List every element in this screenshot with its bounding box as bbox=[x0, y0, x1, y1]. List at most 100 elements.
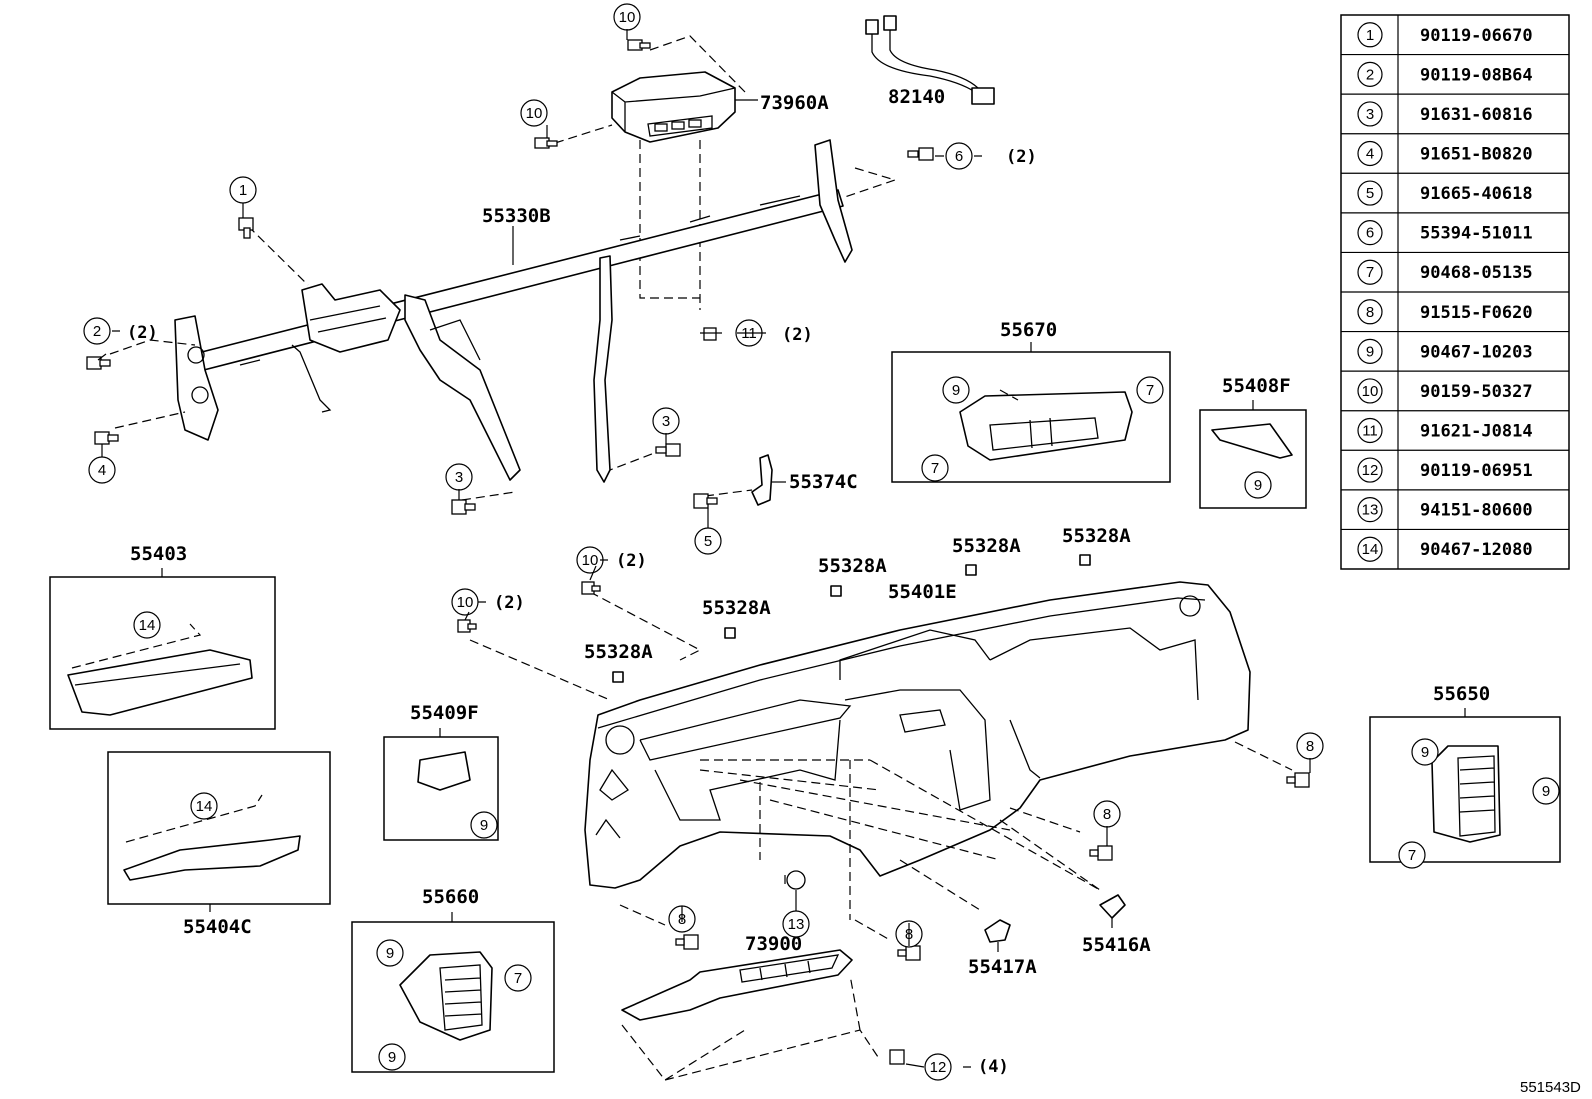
callout-number: 9 bbox=[1421, 744, 1429, 761]
parts-table-part-number: 94151-80600 bbox=[1420, 501, 1533, 521]
callout-number-circle bbox=[1357, 457, 1383, 483]
callout-c8b: 8 bbox=[1093, 800, 1121, 828]
callout-number: 12 bbox=[930, 1059, 947, 1076]
label-55328A-2: 55328A bbox=[952, 535, 1021, 557]
label-55401E: 55401E bbox=[888, 581, 957, 603]
label-55330B: 55330B bbox=[482, 205, 551, 227]
label-55417A: 55417A bbox=[968, 956, 1037, 978]
parts-table-callout: 12 bbox=[1362, 462, 1379, 479]
trim-55403 bbox=[49, 568, 276, 730]
callout-number: 9 bbox=[388, 1049, 396, 1066]
callout-circle bbox=[942, 376, 970, 404]
parts-table-row: 3 91631-60816 bbox=[1341, 93, 1569, 127]
callout-circle bbox=[924, 1053, 952, 1081]
parts-table-callout: 11 bbox=[1362, 423, 1378, 440]
callout-number: 5 bbox=[704, 533, 712, 550]
callout-circle bbox=[376, 939, 404, 967]
cover-55409F bbox=[383, 728, 499, 841]
callout-number: 9 bbox=[386, 945, 394, 962]
label-55404C: 55404C bbox=[183, 916, 252, 938]
parts-table-callout: 10 bbox=[1362, 383, 1379, 400]
callout-number-circle bbox=[1357, 101, 1383, 127]
callout-number: 4 bbox=[98, 462, 106, 479]
parts-table-callout: 5 bbox=[1366, 185, 1374, 202]
callout-c9e: 9 bbox=[378, 1043, 406, 1071]
parts-table-part-number: 91631-60816 bbox=[1420, 105, 1533, 125]
callout-circle bbox=[520, 99, 548, 127]
callout-number: 3 bbox=[662, 413, 670, 430]
callout-c2: 2 bbox=[83, 317, 111, 345]
parts-table-callout: 3 bbox=[1366, 106, 1374, 123]
parts-table-part-number: 91651-B0820 bbox=[1420, 145, 1533, 165]
parts-table-callout: 14 bbox=[1362, 541, 1379, 558]
callout-c8a: 8 bbox=[1296, 732, 1324, 760]
callout-c4: 4 bbox=[88, 456, 116, 484]
label-55374C: 55374C bbox=[789, 471, 858, 493]
footer-code: 551543D bbox=[1520, 1079, 1581, 1096]
parts-table-part-number: 90119-08B64 bbox=[1420, 65, 1533, 85]
callout-number-circle bbox=[1357, 378, 1383, 404]
parts-table-callout: 7 bbox=[1366, 264, 1374, 281]
callout-circle bbox=[190, 792, 218, 820]
steering-support-beam bbox=[109, 139, 897, 501]
callout-number: 3 bbox=[455, 469, 463, 486]
bracket-55374C bbox=[704, 454, 786, 506]
callout-c7c: 7 bbox=[504, 964, 532, 992]
label-55328A-5: 55328A bbox=[584, 641, 653, 663]
parts-table-callout: 6 bbox=[1366, 225, 1374, 242]
callout-c10b: 10 bbox=[520, 99, 548, 127]
callout-number-circle bbox=[1357, 61, 1383, 87]
callout-c7d: 7 bbox=[1398, 841, 1426, 869]
callout-number-circle bbox=[1357, 259, 1383, 285]
parts-table-part-number: 90159-50327 bbox=[1420, 382, 1533, 402]
parts-table-part-number: 90119-06670 bbox=[1420, 26, 1533, 46]
qty-6: (2) bbox=[1006, 147, 1037, 167]
callout-number: 2 bbox=[93, 323, 101, 340]
vent-55660 bbox=[351, 912, 555, 1073]
callout-number: 8 bbox=[1103, 806, 1111, 823]
callout-c9d: 9 bbox=[376, 939, 404, 967]
label-55328A-3: 55328A bbox=[1062, 525, 1131, 547]
callout-number: 14 bbox=[139, 617, 156, 634]
parts-table-part-number: 90119-06951 bbox=[1420, 461, 1533, 481]
callout-number: 7 bbox=[1146, 382, 1154, 399]
callout-number-circle bbox=[1357, 417, 1383, 444]
callout-circle bbox=[133, 611, 161, 639]
parts-table-part-number: 91621-J0814 bbox=[1420, 422, 1533, 442]
callout-number: 1 bbox=[239, 182, 247, 199]
label-73960A: 73960A bbox=[760, 92, 829, 114]
trim-55404C bbox=[107, 751, 331, 912]
parts-table-part-number: 55394-51011 bbox=[1420, 224, 1533, 244]
callout-number-circle bbox=[1357, 536, 1383, 562]
qty-12: (4) bbox=[978, 1057, 1009, 1077]
label-55328A-4: 55328A bbox=[702, 597, 771, 619]
callout-circle bbox=[378, 1043, 406, 1071]
callout-c10c: 10 bbox=[576, 546, 604, 574]
callout-circle bbox=[1244, 471, 1272, 499]
callout-circle bbox=[921, 454, 949, 482]
callout-circle bbox=[1136, 376, 1164, 404]
parts-table-part-number: 90467-10203 bbox=[1420, 342, 1533, 362]
callout-circle bbox=[1398, 841, 1426, 869]
callout-c12: 12 bbox=[924, 1053, 952, 1081]
callout-number: 9 bbox=[952, 382, 960, 399]
callout-number-circle bbox=[1357, 22, 1383, 48]
callout-circle bbox=[504, 964, 532, 992]
qty-10b: (2) bbox=[616, 551, 647, 571]
callout-number-circle bbox=[1357, 140, 1383, 167]
callout-c3b: 3 bbox=[445, 463, 473, 491]
brackets-55416A-55417A bbox=[984, 894, 1126, 952]
switch-73900 bbox=[621, 949, 881, 1081]
callout-number: 9 bbox=[1542, 783, 1550, 800]
callout-number: 7 bbox=[931, 460, 939, 477]
callout-c9a: 9 bbox=[942, 376, 970, 404]
